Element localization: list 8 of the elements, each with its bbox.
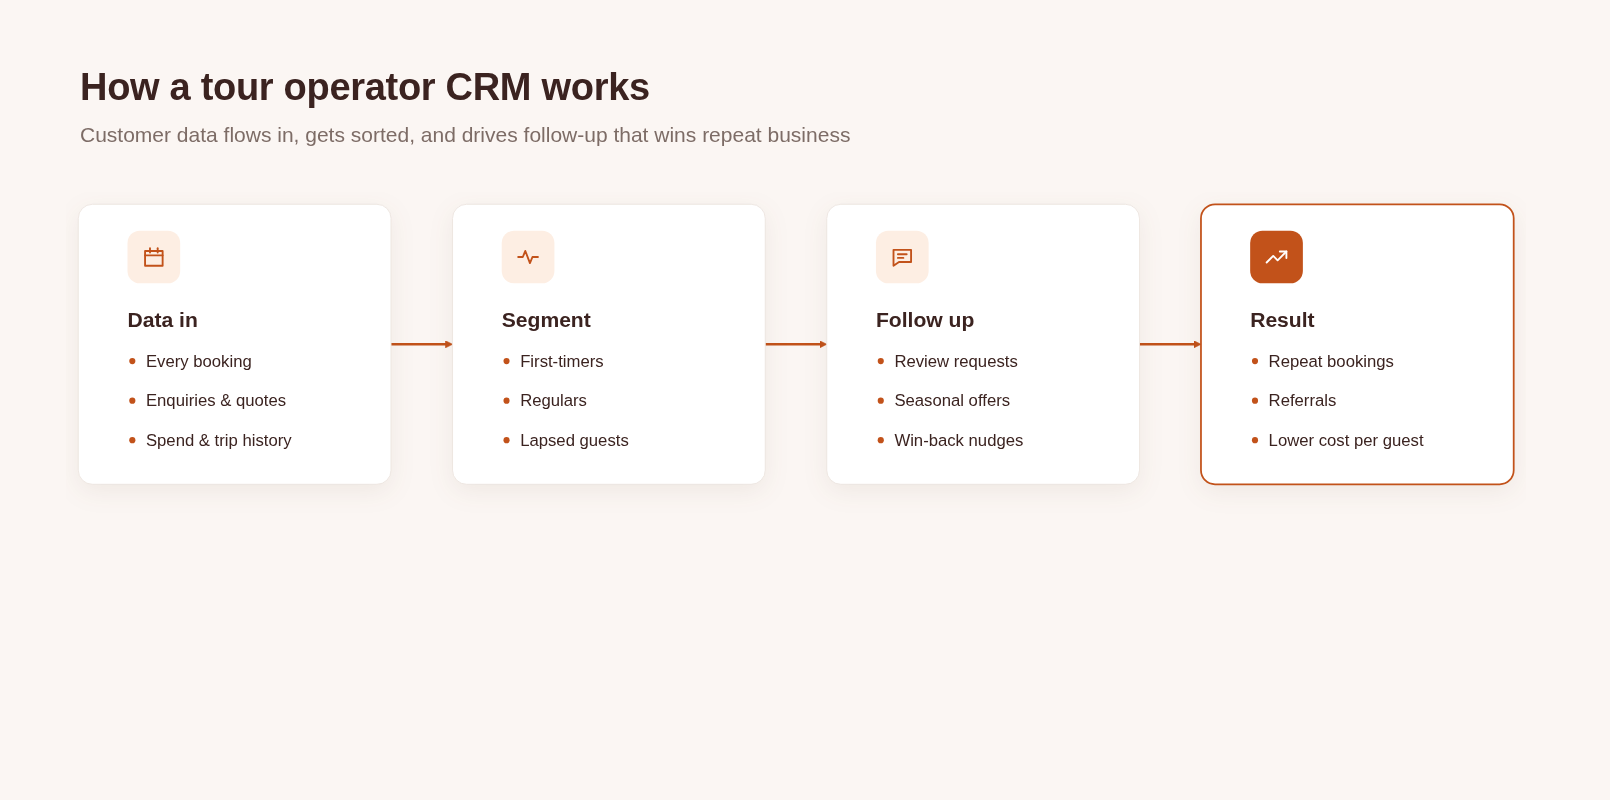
node-box: Follow up Review requests Seasonal offers Win-back nudges	[826, 203, 1140, 485]
arrow	[391, 340, 453, 349]
arrow	[765, 340, 828, 349]
node-box: Result Repeat bookings Referrals Lower cost per guest	[1200, 203, 1515, 486]
node-box: Data in Every booking Enquiries & quotes Spend & trip history	[77, 203, 392, 485]
subtitle: Customer data flows in, gets sorted, and drives follow-up that wins repeat business	[80, 123, 851, 147]
diagram-title: How a tour operator CRM works	[80, 66, 650, 109]
node-box: Segment First-timers Regulars Lapsed guests	[452, 203, 766, 485]
